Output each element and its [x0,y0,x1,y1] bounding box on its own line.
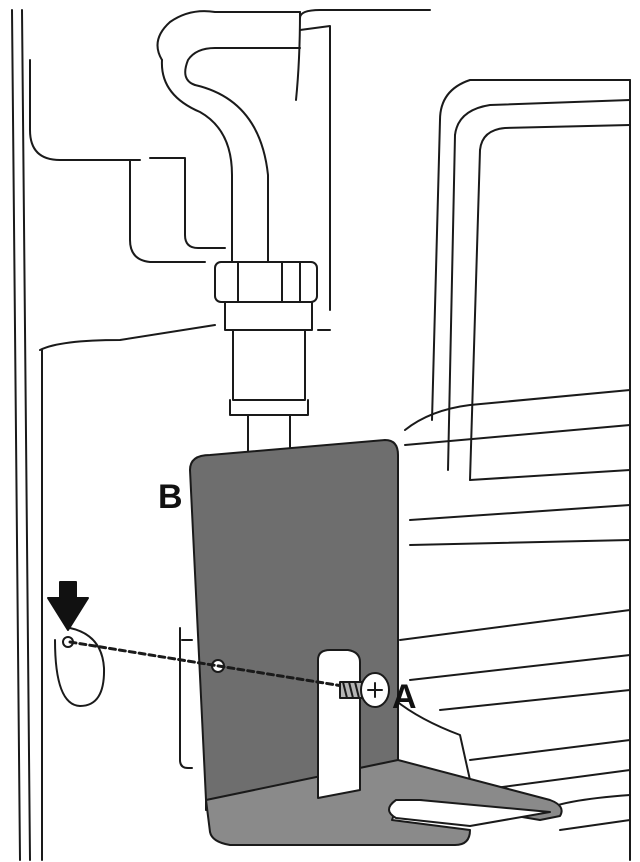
down-arrow-icon [47,581,89,631]
mounting-bracket [189,439,563,846]
label-b: B [158,478,183,516]
screw-icon [339,672,390,708]
appliance-body [39,9,631,861]
alignment-line [68,640,357,690]
bracket-clip [179,627,193,769]
cabinet-wall [11,9,141,861]
label-a: A [392,678,417,716]
drain-pipe [156,10,301,263]
pipe-coupling [214,261,318,461]
wall-mount-hole [54,627,106,707]
